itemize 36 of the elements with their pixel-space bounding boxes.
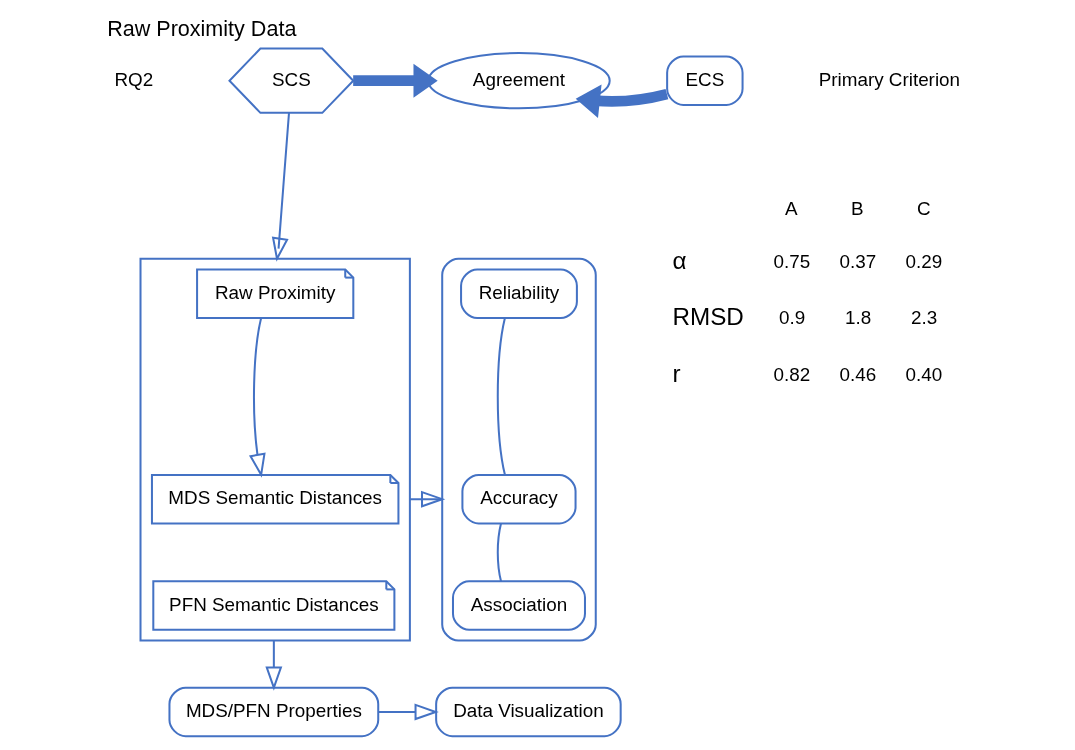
arrow	[265, 640, 283, 691]
diagram-title: Raw Proximity Data	[107, 16, 297, 42]
node-box: Accuracy	[461, 473, 577, 525]
cluster	[441, 257, 597, 642]
label: 1.8	[844, 307, 872, 329]
node-box: Association	[451, 580, 586, 631]
connector	[496, 318, 506, 476]
node-ellipse: Agreement	[427, 52, 611, 110]
label: 0.29	[905, 250, 943, 272]
node-box: Reliability	[460, 268, 578, 319]
label: 0.82	[773, 363, 811, 385]
label: RQ2	[114, 68, 154, 90]
label: 0.46	[839, 363, 877, 385]
arrow	[353, 63, 438, 98]
connector	[496, 523, 502, 582]
label: C	[916, 197, 931, 219]
label: r	[672, 359, 681, 387]
arrow	[271, 112, 290, 262]
cluster	[139, 257, 411, 642]
label: 0.75	[773, 250, 811, 272]
label: Primary Criterion	[818, 68, 961, 90]
node-box: Data Visualization	[435, 686, 622, 738]
label: 2.3	[910, 307, 938, 329]
arrow	[378, 703, 439, 721]
label: 0.40	[905, 363, 943, 385]
label: RMSD	[672, 303, 744, 331]
arrow	[248, 318, 266, 478]
arrow	[575, 84, 669, 119]
arrow	[409, 490, 446, 508]
node-box: ECS	[666, 55, 744, 106]
node-box: MDS/PFN Properties	[168, 686, 380, 738]
label: 0.37	[839, 250, 877, 272]
label: 0.9	[778, 307, 806, 329]
label: α	[672, 246, 687, 274]
label: B	[850, 197, 864, 219]
label: A	[784, 197, 798, 219]
